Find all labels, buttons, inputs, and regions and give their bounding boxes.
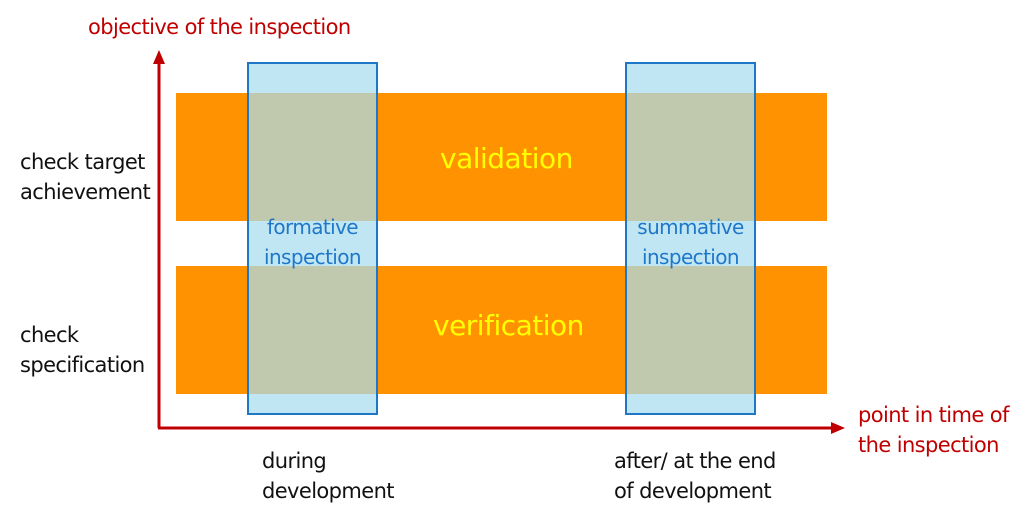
formative-inspection-label: formative inspection [248,212,377,272]
y-axis-title-text: objective of the inspection [88,15,351,39]
col-label-after-line2: of development [614,479,772,503]
verification-label: verification [433,309,584,342]
col-label-after-line1: after/ at the end [614,449,776,473]
row-label-specification-line1: check [20,323,79,347]
formative-label-line2: inspection [264,245,362,269]
summative-label-line2: inspection [642,245,740,269]
formative-label-line1: formative [266,215,359,239]
x-axis-arrowhead [831,422,845,434]
summative-inspection-label: summative inspection [626,212,755,272]
col-label-during-line2: development [262,479,395,503]
row-label-target: check target achievement [20,147,151,207]
x-axis-title-line2: the inspection [858,433,999,457]
row-label-specification-line2: specification [20,353,145,377]
row-label-target-line2: achievement [20,180,151,204]
col-label-during: during development [262,446,395,506]
col-label-after: after/ at the end of development [614,446,776,506]
y-axis-title: objective of the inspection [88,12,351,42]
x-axis-title: point in time of the inspection [858,400,1009,460]
summative-label-line1: summative [637,215,744,239]
row-label-specification: check specification [20,320,145,380]
col-label-during-line1: during [262,449,327,473]
summative-column-box [625,62,756,415]
validation-label: validation [440,142,573,175]
x-axis-title-line1: point in time of [858,403,1009,427]
formative-column-box [247,62,378,415]
y-axis-arrowhead [153,50,165,64]
row-label-target-line1: check target [20,150,145,174]
